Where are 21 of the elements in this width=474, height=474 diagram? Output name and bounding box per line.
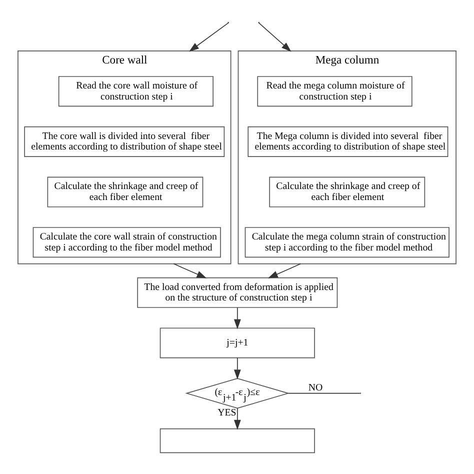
arrow xyxy=(258,22,292,52)
node-box: j=j+1 xyxy=(160,327,315,358)
edge-label: YES xyxy=(218,407,236,418)
node-box xyxy=(160,428,315,453)
arrow xyxy=(234,407,241,430)
arrow xyxy=(189,22,229,52)
node-box: The load converted from deformation is applied on the structure of construction step i xyxy=(137,276,338,308)
node-box: Read the core wall moisture of construction step i xyxy=(58,76,214,106)
node-box: Read the mega column moisture of construction step i xyxy=(257,76,412,106)
node-box: Calculate the mega column strain of construction step i according to the fiber model method xyxy=(244,226,450,258)
connector xyxy=(288,392,360,394)
arrow xyxy=(234,306,241,329)
arrow xyxy=(234,356,241,380)
node-box: The core wall is divided into several fiber elements according to distribution of shape steel xyxy=(24,126,225,156)
node-box: Calculate the core wall strain of construction step i according to the fiber model method xyxy=(32,226,221,258)
arrow xyxy=(173,262,207,278)
node-box: Calculate the shrinkage and creep of each fiber element xyxy=(47,176,204,207)
arrow xyxy=(268,262,302,278)
node-box: Calculate the shrinkage and creep of each fiber element xyxy=(269,176,426,207)
node-box: The Mega column is divided into several fiber elements according to distribution of shape steel xyxy=(248,126,448,156)
edge-label: NO xyxy=(308,382,323,393)
